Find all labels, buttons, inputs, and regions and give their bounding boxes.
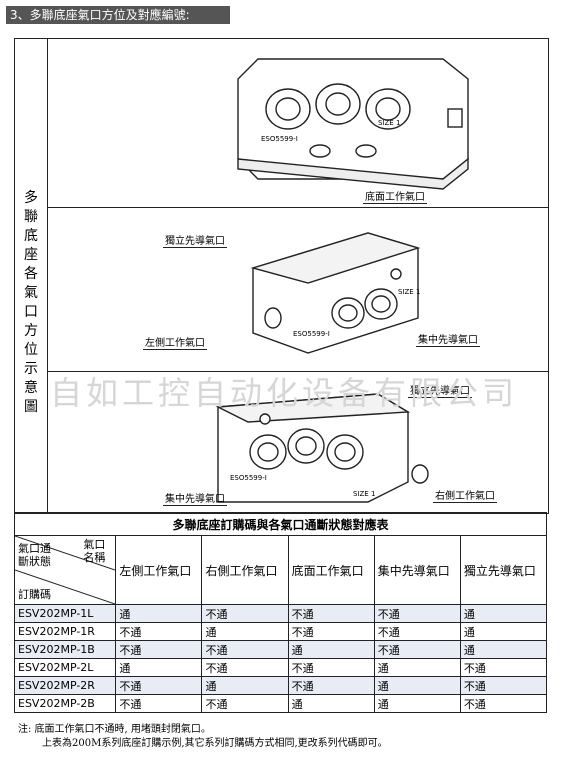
order-code: ESV202MP-1L [13,604,117,623]
order-code: ESV202MP-1R [13,622,117,641]
cell: 通 [373,694,461,713]
table-row: ESV202MP-1L 通 不通 不通 不通 通 [13,604,548,623]
part-code-mark: ESO5599-I [293,330,330,338]
watermark: 自如工控自动化设备有限公司 [50,374,519,412]
cell: 不通 [287,676,375,695]
cell: 不通 [459,658,548,677]
callout-central-pilot: 集中先導氣口 [416,331,480,347]
cell: 不通 [459,694,548,713]
cell: 不通 [373,604,461,623]
cell: 不通 [115,640,203,659]
cell: 不通 [287,658,375,677]
cell: 通 [201,622,289,641]
cell: 不通 [459,676,548,695]
corner-header: 氣口名稱 氣口通斷狀態 訂購碼 [13,535,117,605]
cell: 不通 [287,604,375,623]
cell: 不通 [201,640,289,659]
port-diagram-frame: 多聯底座各氣口方位示意圖 ESO5599-I SIZE 1 底面工作氣口 [14,38,549,514]
table-row: ESV202MP-1B 不通 不通 通 不通 通 [13,640,548,659]
cell: 通 [373,658,461,677]
order-code: ESV202MP-1B [13,640,117,659]
manifold-left-drawing [250,232,421,354]
order-code: ESV202MP-2R [13,676,117,695]
part-code-mark: ESO5599-I [261,135,298,143]
column-header: 獨立先導氣口 [459,535,548,605]
cell: 不通 [115,694,203,713]
cell: 不通 [287,622,375,641]
cell: 不通 [373,640,461,659]
callout-independent-pilot: 獨立先導氣口 [408,382,472,398]
column-header: 集中先導氣口 [373,535,461,605]
cell: 不通 [201,658,289,677]
cell: 不通 [201,694,289,713]
cell: 通 [459,622,548,641]
section-header: 3、多聯底座氣口方位及對應編號: [6,6,230,24]
part-code-mark: ESO5599-I [230,474,267,482]
size-mark: SIZE 1 [378,119,401,127]
diagram-panel-left: ESO5599-I SIZE 1 獨立先導氣口 左側工作氣口 集中先導氣口 [48,208,548,372]
table-row: ESV202MP-1R 不通 通 不通 不通 通 [13,622,548,641]
callout-central-pilot: 集中先導氣口 [163,490,227,506]
diagram-panel-bottom: ESO5599-I SIZE 1 底面工作氣口 [48,39,548,208]
order-code: ESV202MP-2B [13,694,117,713]
column-header: 右側工作氣口 [201,535,289,605]
side-label: 多聯底座各氣口方位示意圖 [24,190,38,415]
cell: 通 [115,604,203,623]
corner-diagonals [15,536,115,604]
table-row: ESV202MP-2R 不通 通 不通 通 不通 [13,676,548,695]
table-row: ESV202MP-2B 不通 不通 通 通 不通 [13,694,548,713]
callout-independent-pilot: 獨立先導氣口 [163,232,227,248]
cell: 通 [373,676,461,695]
corner-port-name: 氣口名稱 [83,538,106,564]
cell: 通 [115,658,203,677]
cell: 通 [201,676,289,695]
table-row: ESV202MP-2L 通 不通 不通 通 不通 [13,658,548,677]
order-code: ESV202MP-2L [13,658,117,677]
cell: 通 [459,604,548,623]
cell: 通 [287,694,375,713]
cell: 通 [287,640,375,659]
size-mark: SIZE 1 [398,288,421,296]
order-code-table: 多聯底座訂購碼與各氣口通斷狀態對應表 氣口名稱 氣口通斷狀態 訂購碼 左側工作氣… [13,512,548,713]
callout-bottom-port: 底面工作氣口 [363,188,427,204]
corner-state: 氣口通斷狀態 [18,542,51,568]
size-mark: SIZE 1 [353,490,376,498]
cell: 不通 [115,622,203,641]
cell: 通 [459,640,548,659]
column-header: 底面工作氣口 [287,535,375,605]
corner-order-code: 訂購碼 [18,588,51,601]
cell: 不通 [201,604,289,623]
manifold-right-drawing [215,393,429,503]
cell: 不通 [373,622,461,641]
column-header: 左側工作氣口 [115,535,203,605]
diagram-panel-right: ESO5599-I SIZE 1 獨立先導氣口 集中先導氣口 右側工作氣口 [48,372,548,513]
table-title: 多聯底座訂購碼與各氣口通斷狀態對應表 [14,512,547,536]
callout-left-port: 左側工作氣口 [143,334,207,350]
cell: 不通 [115,676,203,695]
footnote-line: 注: 底面工作氣口不通時, 用堵頭封閉氣口。 [18,724,211,735]
side-label-column: 多聯底座各氣口方位示意圖 [15,39,48,513]
footnotes: 注: 底面工作氣口不通時, 用堵頭封閉氣口。 上表為200M系列底座訂購示例,其… [18,723,388,751]
footnote-line: 上表為200M系列底座訂購示例,其它系列訂購碼方式相同,更改系列代碼即可。 [42,738,388,749]
manifold-bottom-drawing [237,58,469,190]
callout-right-port: 右側工作氣口 [433,487,497,503]
